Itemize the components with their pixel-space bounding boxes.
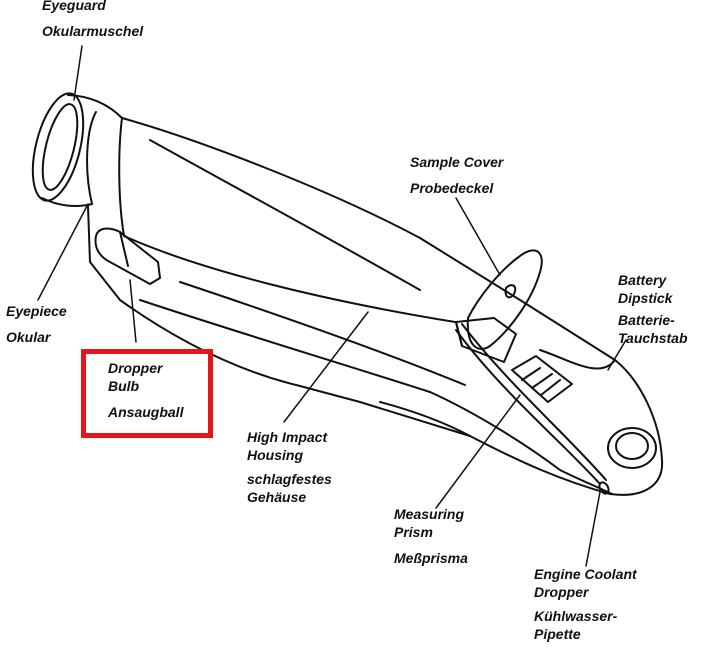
label-dropper-bulb: Dropper Bulb Ansaugball	[108, 359, 183, 421]
label-battery-dipstick-de-1: Batterie-	[618, 312, 675, 328]
label-sample-cover-en: Sample Cover	[410, 154, 504, 170]
label-eyepiece-en: Eyepiece	[6, 303, 67, 319]
label-sample-cover: Sample Cover Probedeckel	[410, 153, 503, 197]
label-prism-de: Meßprisma	[394, 550, 468, 566]
label-prism-en-1: Measuring	[394, 506, 465, 522]
label-dropper-bulb-en-2: Bulb	[108, 378, 140, 394]
eyeguard-part	[31, 92, 123, 207]
label-housing-en-1: High Impact	[247, 429, 328, 445]
label-engine-coolant-dropper: Engine Coolant Dropper Kühlwasser- Pipet…	[534, 565, 637, 643]
measuring-prism-part	[511, 355, 573, 403]
label-battery-dipstick-de-2: Tauchstab	[618, 330, 688, 346]
battery-dipstick-part	[539, 349, 657, 469]
label-coolant-en-1: Engine Coolant	[534, 566, 637, 582]
label-eyepiece: Eyepiece Okular	[6, 302, 67, 346]
label-housing-de-1: schlagfestes	[247, 471, 332, 487]
coolant-dropper-part	[455, 323, 610, 495]
label-prism-en-2: Prism	[394, 524, 433, 540]
label-battery-dipstick: Battery Dipstick Batterie- Tauchstab	[618, 271, 688, 347]
leader-lines	[37, 45, 627, 567]
label-battery-dipstick-en-2: Dipstick	[618, 290, 673, 306]
label-measuring-prism: Measuring Prism Meßprisma	[394, 505, 468, 567]
label-eyepiece-de: Okular	[6, 329, 51, 345]
label-eyeguard: Eyeguard Okularmuschel	[42, 0, 143, 40]
label-housing-en-2: Housing	[247, 447, 303, 463]
label-dropper-bulb-en-1: Dropper	[108, 360, 163, 376]
label-dropper-bulb-de: Ansaugball	[108, 404, 184, 420]
housing-part	[87, 117, 664, 496]
label-eyeguard-de: Okularmuschel	[42, 23, 144, 39]
label-coolant-en-2: Dropper	[534, 584, 589, 600]
highlight-box	[81, 349, 213, 438]
label-sample-cover-de: Probedeckel	[410, 180, 494, 196]
label-coolant-de-1: Kühlwasser-	[534, 608, 618, 624]
label-coolant-de-2: Pipette	[534, 626, 581, 642]
label-battery-dipstick-en-1: Battery	[618, 272, 667, 288]
dropper-bulb-part	[94, 227, 161, 285]
label-high-impact-housing: High Impact Housing schlagfestes Gehäuse	[247, 428, 332, 506]
label-housing-de-2: Gehäuse	[247, 489, 307, 505]
label-eyeguard-en: Eyeguard	[42, 0, 106, 13]
